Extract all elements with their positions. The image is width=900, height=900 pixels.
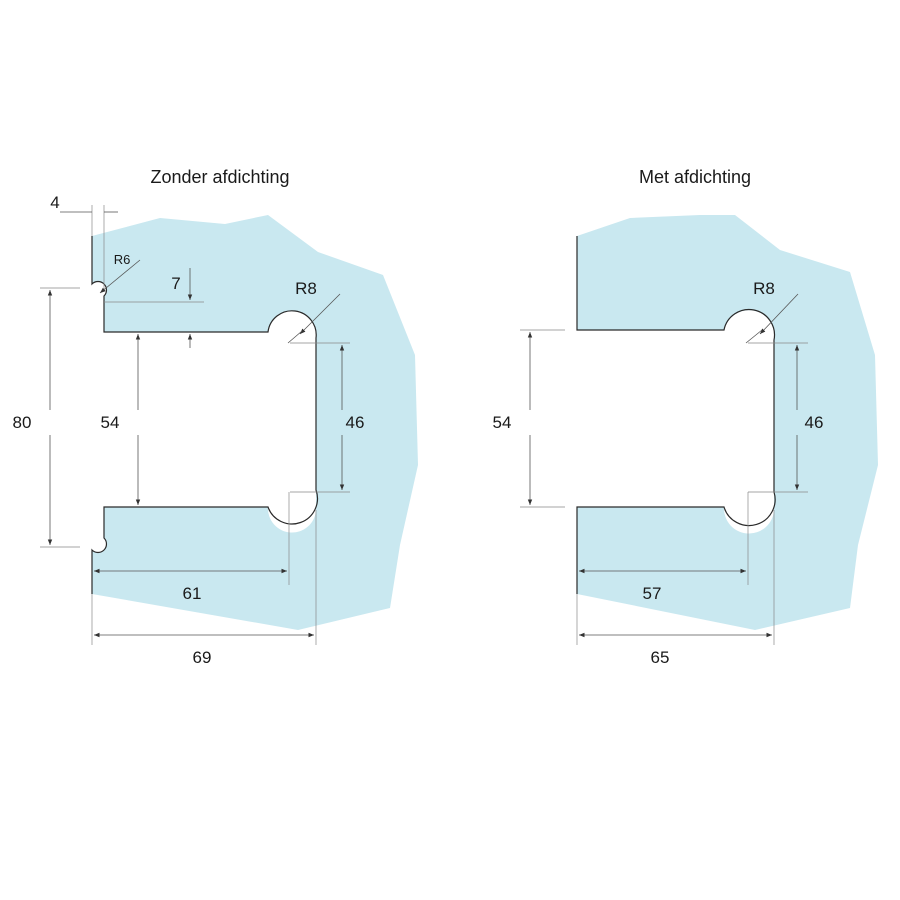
left-dim-outer-width: 69 <box>193 648 212 667</box>
left-glass-edge <box>91 236 319 594</box>
left-dim-notch-radius: R6 <box>114 252 131 267</box>
left-dim-top-offset: 4 <box>50 193 59 212</box>
right-dim-hole-radius: R8 <box>753 279 775 298</box>
left-dim-opening-height: 54 <box>101 413 120 432</box>
left-glass-shape <box>92 215 418 630</box>
left-dim-inner-height: 46 <box>346 413 365 432</box>
left-dim-hole-radius: R8 <box>295 279 317 298</box>
right-glass-shape <box>577 215 878 630</box>
right-dim-inner-width: 57 <box>643 584 662 603</box>
left-dim-inner-width: 61 <box>183 584 202 603</box>
right-panel-title: Met afdichting <box>639 167 751 187</box>
right-dim-opening-height: 54 <box>493 413 512 432</box>
right-glass-edge <box>576 236 776 594</box>
right-dim-outer-width: 65 <box>651 648 670 667</box>
left-dim-notch-depth: 7 <box>171 274 180 293</box>
left-panel-title: Zonder afdichting <box>150 167 289 187</box>
left-dim-total-height: 80 <box>13 413 32 432</box>
right-dim-inner-height: 46 <box>805 413 824 432</box>
right-panel: Met afdichting R8 54 46 57 65 <box>493 167 878 667</box>
left-panel: Zonder afdichting 4 R6 7 R8 80 54 <box>13 167 418 667</box>
